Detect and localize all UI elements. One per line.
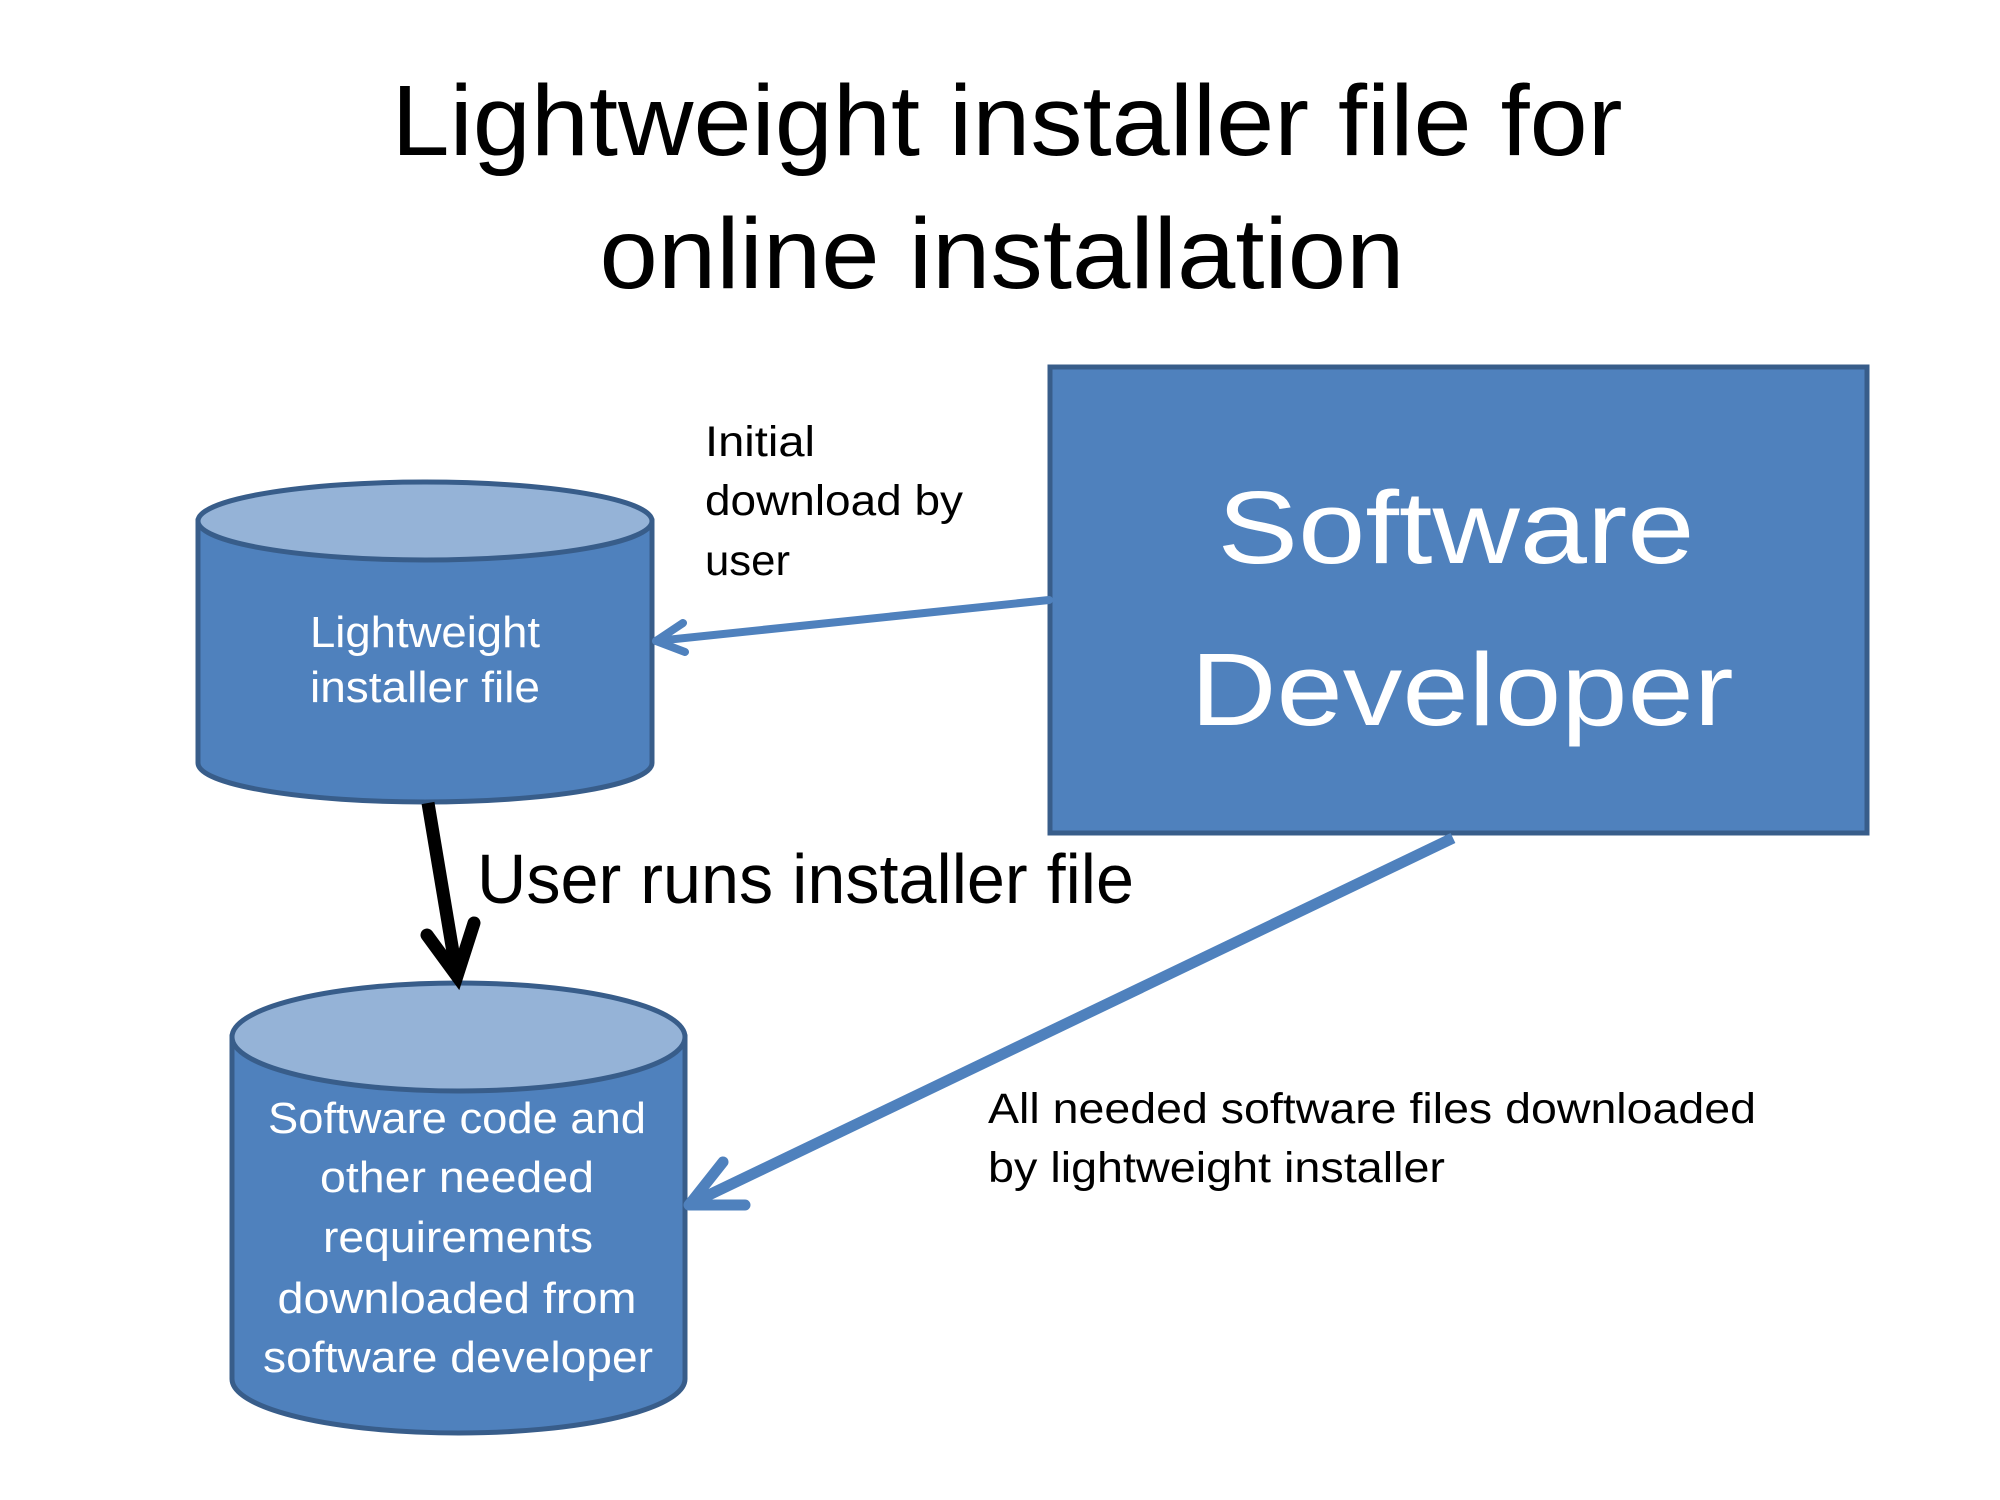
all-files-arrow-line [687,833,1456,1209]
developer-label-line-2: Developer [1191,632,1734,747]
initial-download-label: Initial download by user [705,418,964,585]
downloaded-label-line-1: Software code and [268,1094,646,1143]
all-files-downloaded-label: All needed software files downloaded by … [988,1085,1756,1192]
edge-user-runs-installer[interactable] [420,801,481,991]
all-files-label-line-1: All needed software files downloaded [988,1085,1756,1133]
developer-label-line-1: Software [1218,470,1695,585]
downloaded-software-node[interactable]: Software code and other needed requireme… [229,980,688,1436]
initial-download-arrowhead-icon [652,619,689,656]
initial-download-arrow-line [652,596,1053,645]
software-developer-node[interactable]: Software Developer [1047,364,1870,836]
initial-download-label-line-1: Initial [705,418,815,466]
installer-cylinder-body [195,518,655,805]
initial-download-label-line-2: download by [705,477,964,525]
edge-all-files-downloaded[interactable] [683,833,1456,1211]
installer-cylinder-top [195,479,655,563]
all-files-arrowhead-icon [683,1156,751,1211]
downloaded-label-line-4: downloaded from [278,1274,637,1323]
title-line-2: online installation [600,198,1405,310]
installer-label-line-1: Lightweight [310,608,540,657]
downloaded-label-line-3: requirements [323,1213,593,1262]
installer-label-line-2: installer file [310,663,540,712]
downloaded-cylinder-top [229,980,688,1094]
initial-download-label-line-3: user [705,537,790,585]
edge-initial-download[interactable] [652,596,1053,656]
downloaded-label-line-2: other needed [320,1153,594,1202]
slide-title: Lightweight installer file for online in… [392,65,1623,310]
downloaded-cylinder-body [229,1034,688,1436]
downloaded-label-line-5: software developer [263,1333,653,1382]
all-files-label-line-2: by lightweight installer [988,1144,1445,1192]
title-line-1: Lightweight installer file for [392,65,1623,177]
user-runs-arrow-line [421,801,464,978]
installer-file-node[interactable]: Lightweight installer file [195,479,655,805]
user-runs-installer-label: User runs installer file [477,840,1134,918]
developer-rectangle [1047,364,1870,836]
user-runs-arrowhead-icon [420,916,481,991]
